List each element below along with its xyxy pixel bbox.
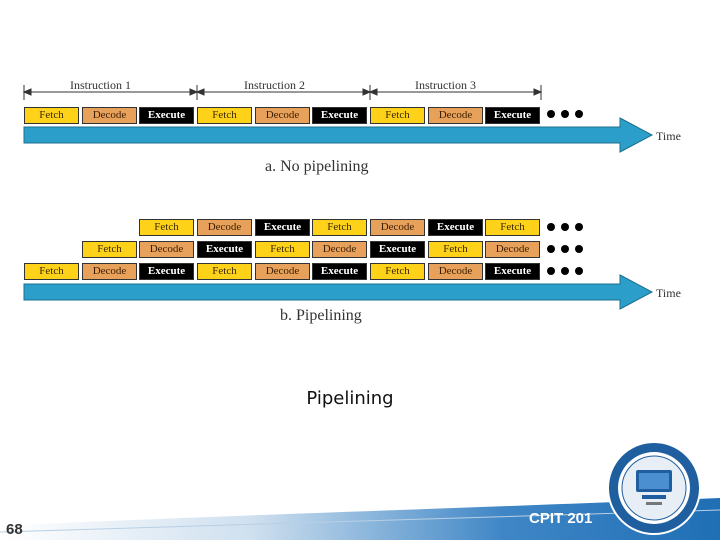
execute-stage-box: Execute (197, 241, 252, 258)
fetch-stage-box: Fetch (370, 107, 425, 124)
fetch-stage-box: Fetch (312, 219, 367, 236)
decode-stage-box: Decode (255, 107, 310, 124)
continuation-dots-b-bottom (547, 267, 583, 275)
fetch-stage-box: Fetch (428, 241, 483, 258)
execute-stage-box: Execute (312, 263, 367, 280)
course-code: CPIT 201 (529, 510, 593, 527)
time-label-b: Time (656, 286, 681, 300)
instruction-1-label: Instruction 1 (70, 78, 131, 92)
execute-stage-box: Execute (255, 219, 310, 236)
execute-stage-box: Execute (139, 107, 194, 124)
fetch-stage-box: Fetch (370, 263, 425, 280)
fetch-stage-box: Fetch (197, 263, 252, 280)
time-arrow-b (23, 274, 654, 310)
university-logo (607, 441, 701, 535)
page-number: 68 (6, 521, 23, 538)
footer-band (0, 498, 720, 540)
instruction-2-label: Instruction 2 (244, 78, 305, 92)
decode-stage-box: Decode (255, 263, 310, 280)
decode-stage-box: Decode (370, 219, 425, 236)
caption-pipelining: b. Pipelining (280, 307, 362, 324)
fetch-stage-box: Fetch (24, 263, 79, 280)
instruction-3-label: Instruction 3 (415, 78, 476, 92)
execute-stage-box: Execute (485, 263, 540, 280)
fetch-stage-box: Fetch (485, 219, 540, 236)
continuation-dots-b-middle (547, 245, 583, 253)
decode-stage-box: Decode (485, 241, 540, 258)
execute-stage-box: Execute (312, 107, 367, 124)
continuation-dots-a (547, 110, 583, 118)
caption-no-pipelining: a. No pipelining (265, 158, 369, 175)
decode-stage-box: Decode (82, 107, 137, 124)
decode-stage-box: Decode (428, 263, 483, 280)
decode-stage-box: Decode (428, 107, 483, 124)
fetch-stage-box: Fetch (139, 219, 194, 236)
time-label-a: Time (656, 129, 681, 143)
continuation-dots-b-top (547, 223, 583, 231)
execute-stage-box: Execute (485, 107, 540, 124)
fetch-stage-box: Fetch (24, 107, 79, 124)
decode-stage-box: Decode (197, 219, 252, 236)
decode-stage-box: Decode (139, 241, 194, 258)
fetch-stage-box: Fetch (82, 241, 137, 258)
fetch-stage-box: Fetch (255, 241, 310, 258)
fetch-stage-box: Fetch (197, 107, 252, 124)
instruction-brackets (22, 79, 543, 100)
time-arrow-a (23, 117, 654, 153)
execute-stage-box: Execute (428, 219, 483, 236)
decode-stage-box: Decode (312, 241, 367, 258)
decode-stage-box: Decode (82, 263, 137, 280)
slide-caption: Pipelining (306, 388, 394, 409)
execute-stage-box: Execute (370, 241, 425, 258)
execute-stage-box: Execute (139, 263, 194, 280)
